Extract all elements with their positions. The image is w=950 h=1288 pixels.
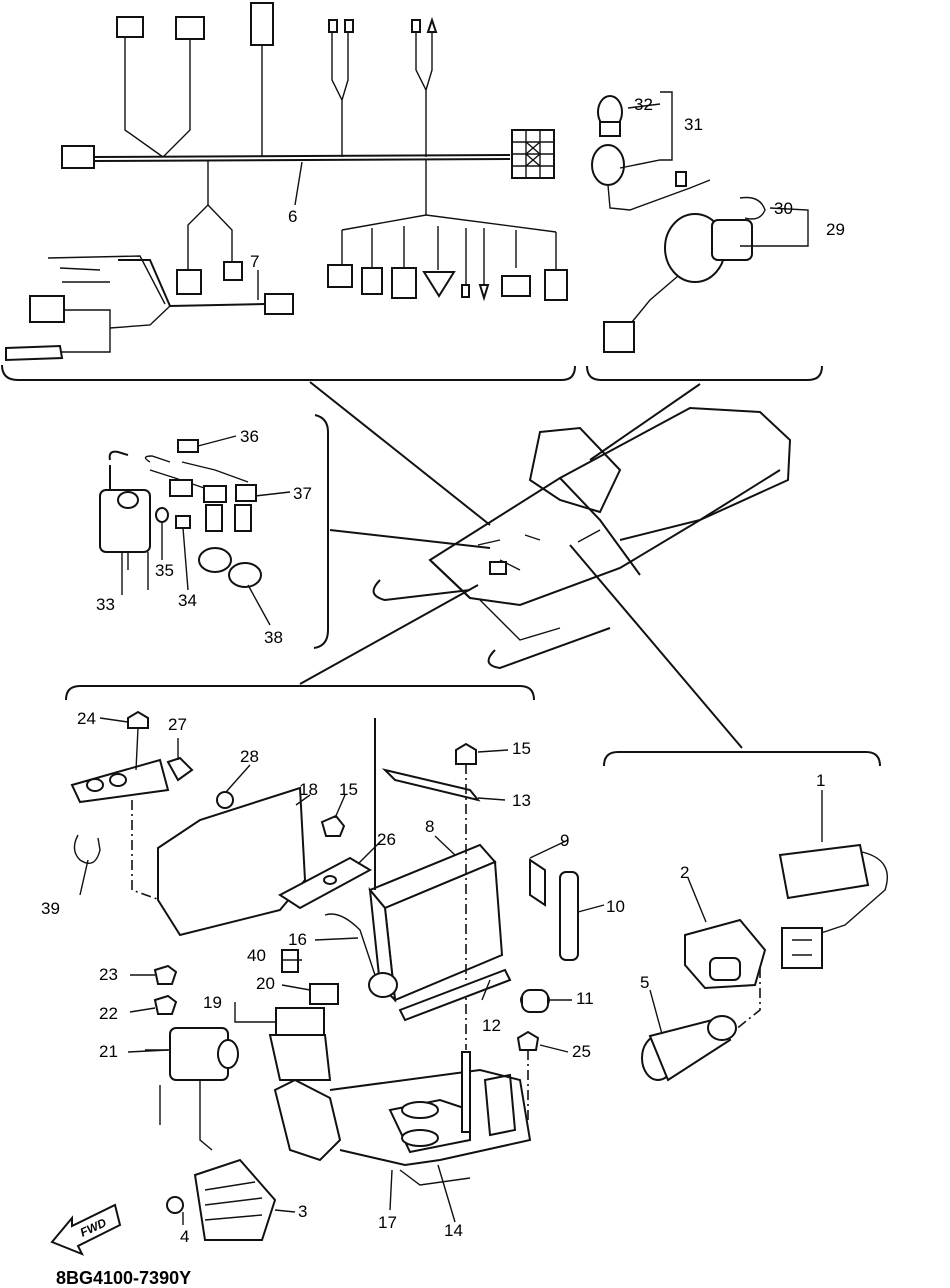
diagram-code: 8BG4100-7390Y [56, 1268, 191, 1288]
callout-4: 4 [180, 1227, 189, 1246]
callout-15b: 15 [339, 780, 358, 799]
callout-22: 22 [99, 1004, 118, 1023]
callout-26: 26 [377, 830, 396, 849]
ignition-group [99, 435, 291, 626]
callout-35: 35 [155, 561, 174, 580]
callout-32: 32 [634, 95, 653, 114]
group-brackets [1, 364, 881, 767]
wire-harness [5, 2, 568, 362]
callout-9: 9 [560, 831, 569, 850]
callout-18: 18 [299, 780, 318, 799]
callout-17: 17 [378, 1213, 397, 1232]
callout-28: 28 [240, 747, 259, 766]
snowmobile-overview [299, 381, 792, 749]
callout-34: 34 [178, 591, 197, 610]
callout-10: 10 [606, 897, 625, 916]
callout-14: 14 [444, 1221, 463, 1240]
callout-40: 40 [247, 946, 266, 965]
callout-39: 39 [41, 899, 60, 918]
callout-3: 3 [298, 1202, 307, 1221]
switch-assembly [591, 91, 809, 353]
fwd-arrow-icon: FWD [50, 1203, 122, 1256]
callout-7: 7 [250, 252, 259, 271]
callout-16: 16 [288, 930, 307, 949]
callout-13: 13 [512, 791, 531, 810]
callout-11: 11 [576, 989, 594, 1008]
callout-6: 6 [288, 207, 297, 226]
callout-37: 37 [293, 484, 312, 503]
callout-33: 33 [96, 595, 115, 614]
callout-31: 31 [684, 115, 703, 134]
callout-15a: 15 [512, 739, 531, 758]
callout-27: 27 [168, 715, 187, 734]
cdi-group [641, 790, 889, 1082]
callout-23: 23 [99, 965, 118, 984]
callout-19: 19 [203, 993, 222, 1012]
callout-21: 21 [99, 1042, 118, 1061]
callout-25: 25 [572, 1042, 591, 1061]
callout-8: 8 [425, 817, 434, 836]
callout-29: 29 [826, 220, 845, 239]
callout-24: 24 [77, 709, 96, 728]
callout-38: 38 [264, 628, 283, 647]
callout-36: 36 [240, 427, 259, 446]
callout-2: 2 [680, 863, 689, 882]
callout-5: 5 [640, 973, 649, 992]
main-assembly [70, 710, 605, 1241]
callout-1: 1 [816, 771, 825, 790]
callout-labels: 1 2 3 4 5 6 7 8 9 10 11 12 13 14 15 15 1… [41, 95, 845, 1246]
callout-30: 30 [774, 199, 793, 218]
callout-20: 20 [256, 974, 275, 993]
callout-12: 12 [482, 1016, 501, 1035]
